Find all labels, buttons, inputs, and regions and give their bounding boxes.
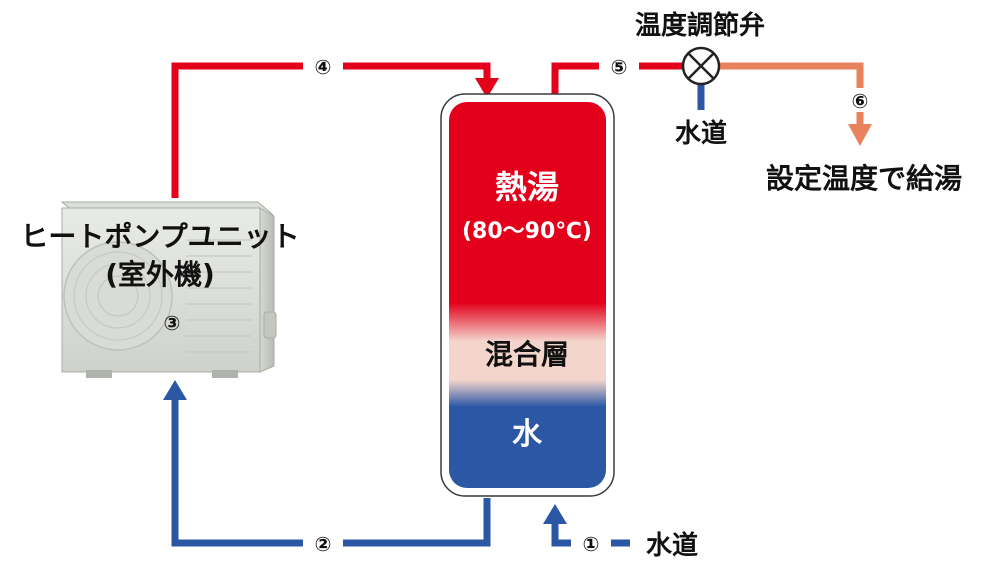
step-2-badge: ②	[315, 532, 332, 556]
tank-water-label: 水	[512, 417, 543, 452]
supply-pipe-arrowhead	[543, 504, 567, 524]
hot-pipe-arrowhead	[475, 78, 499, 98]
tank-mix-label: 混合層	[485, 338, 569, 371]
mixed-output-pipe	[718, 62, 864, 128]
supply-label: 水道	[646, 530, 698, 561]
tank-hot-label: 熱湯	[495, 168, 559, 206]
step-4-badge: ④	[315, 55, 332, 79]
hot-pipe-to-valve	[551, 62, 684, 96]
mixed-output-arrowhead	[848, 124, 872, 146]
tank-hot-temp: (80〜90℃)	[462, 219, 592, 244]
heat-pump-subtitle: (室外機)	[105, 258, 215, 291]
valve-label: 温度調節弁	[635, 10, 765, 41]
step-3-badge: ③	[164, 311, 181, 335]
temperature-valve-icon	[681, 46, 721, 86]
cold-pipe-arrowhead	[163, 380, 187, 400]
hot-pipe-to-tank	[171, 62, 491, 198]
tank-contents	[449, 102, 606, 488]
step-5-badge: ⑤	[611, 55, 628, 79]
valve-inlet-label: 水道	[675, 118, 727, 149]
output-label: 設定温度で給湯	[766, 162, 962, 195]
step-6-badge: ⑥	[852, 89, 869, 113]
cold-pipe-to-heat-pump	[171, 395, 491, 547]
heat-pump-title: ヒートポンプユニット	[20, 220, 299, 253]
heat-pump-unit-icon	[60, 201, 277, 378]
step-1-badge: ①	[583, 532, 600, 556]
